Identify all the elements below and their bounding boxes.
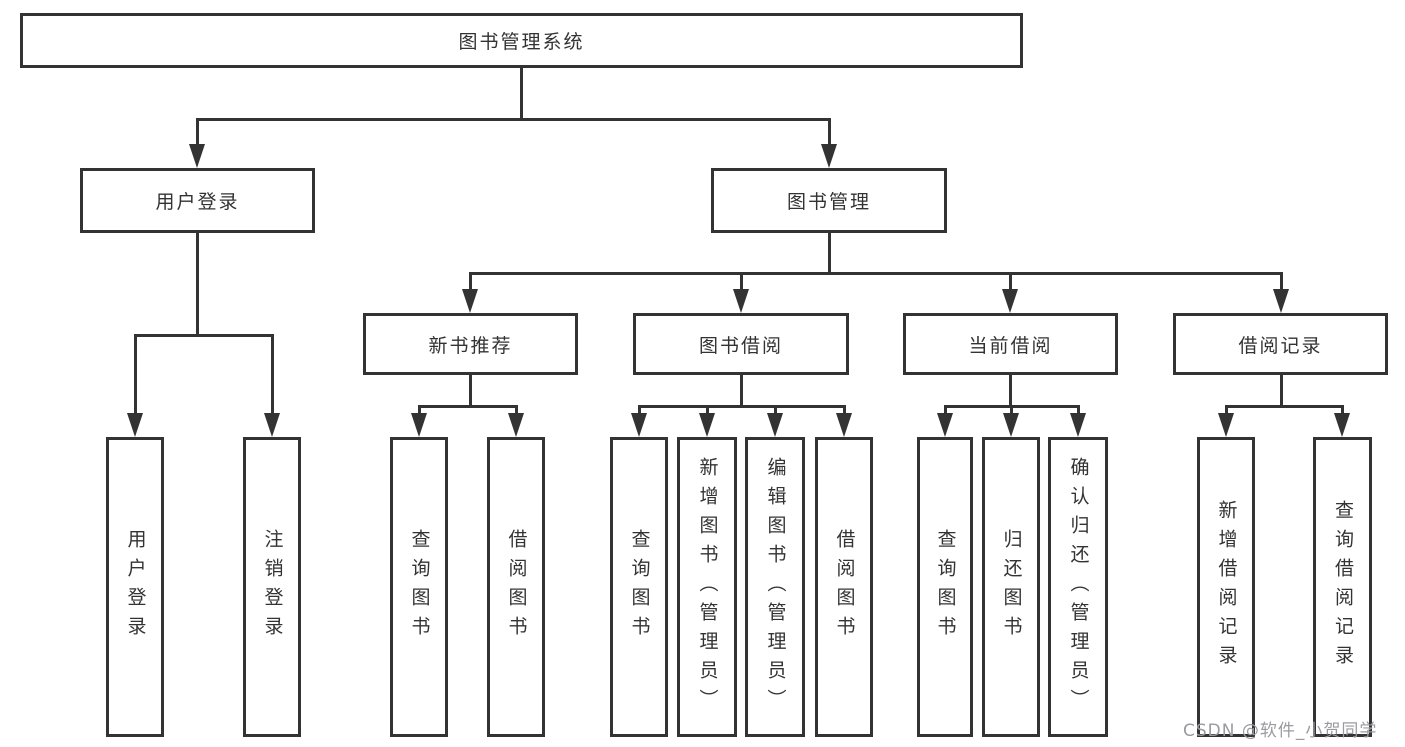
connector <box>706 405 709 417</box>
arrowhead-down <box>821 144 837 168</box>
connector <box>843 405 846 417</box>
leaf-confirm-return-admin: 确认归还（管理员） <box>1048 437 1108 737</box>
connector <box>1077 405 1080 417</box>
node-user-login: 用户登录 <box>80 168 315 233</box>
connector <box>134 334 137 416</box>
node-book-borrowing: 图书借阅 <box>633 313 849 375</box>
connector <box>638 405 641 417</box>
leaf-query-books-current: 查询图书 <box>917 437 973 737</box>
connector <box>740 375 743 408</box>
connector <box>418 405 421 417</box>
arrowhead-down <box>767 413 783 437</box>
connector <box>1341 405 1344 417</box>
connector <box>740 272 743 292</box>
connector <box>196 118 831 121</box>
leaf-logout: 注销登录 <box>243 437 301 737</box>
leaf-user-login: 用户登录 <box>106 437 164 737</box>
leaf-query-books-newbook: 查询图书 <box>390 437 448 737</box>
leaf-query-books-borrow: 查询图书 <box>610 437 668 737</box>
arrowhead-down <box>733 289 749 313</box>
connector <box>1280 375 1283 408</box>
arrowhead-down <box>1002 289 1018 313</box>
arrowhead-down <box>508 413 524 437</box>
leaf-add-borrow-record: 新增借阅记录 <box>1197 437 1255 737</box>
connector <box>1280 272 1283 292</box>
watermark: CSDN @软件_小贺同学 <box>1183 721 1378 741</box>
connector <box>828 118 831 148</box>
node-borrowing-records: 借阅记录 <box>1173 313 1388 375</box>
connector <box>1225 405 1228 417</box>
arrowhead-down <box>1003 413 1019 437</box>
connector <box>196 118 199 148</box>
arrowhead-down <box>1070 413 1086 437</box>
connector <box>418 405 518 408</box>
leaf-borrow-books-newbook: 借阅图书 <box>487 437 545 737</box>
connector <box>774 405 777 417</box>
arrowhead-down <box>411 413 427 437</box>
connector <box>469 375 472 408</box>
connector <box>469 272 472 292</box>
leaf-query-borrow-record: 查询借阅记录 <box>1313 437 1372 737</box>
node-new-book-recommendation: 新书推荐 <box>363 313 578 375</box>
arrowhead-down <box>631 413 647 437</box>
arrowhead-down <box>836 413 852 437</box>
arrowhead-down <box>699 413 715 437</box>
arrowhead-down <box>264 413 280 437</box>
leaf-add-books-admin: 新增图书（管理员） <box>677 437 737 737</box>
arrowhead-down <box>189 144 205 168</box>
connector <box>828 233 831 275</box>
connector <box>520 68 523 120</box>
node-current-borrowing: 当前借阅 <box>903 313 1118 375</box>
arrowhead-down <box>937 413 953 437</box>
arrowhead-down <box>1273 289 1289 313</box>
arrowhead-down <box>462 289 478 313</box>
leaf-borrow-books-borrow: 借阅图书 <box>815 437 873 737</box>
node-library-management-system: 图书管理系统 <box>20 13 1023 68</box>
connector <box>196 233 199 337</box>
connector <box>134 334 274 337</box>
arrowhead-down <box>1218 413 1234 437</box>
connector <box>271 334 274 416</box>
connector <box>1010 405 1013 417</box>
connector <box>1009 272 1012 292</box>
connector <box>638 405 846 408</box>
arrowhead-down <box>127 413 143 437</box>
arrowhead-down <box>1334 413 1350 437</box>
connector <box>1225 405 1344 408</box>
connector <box>1009 375 1012 408</box>
leaf-edit-books-admin: 编辑图书（管理员） <box>745 437 805 737</box>
connector <box>469 272 1283 275</box>
node-book-management: 图书管理 <box>711 168 947 233</box>
leaf-return-books: 归还图书 <box>982 437 1040 737</box>
connector <box>515 405 518 417</box>
connector <box>944 405 947 417</box>
